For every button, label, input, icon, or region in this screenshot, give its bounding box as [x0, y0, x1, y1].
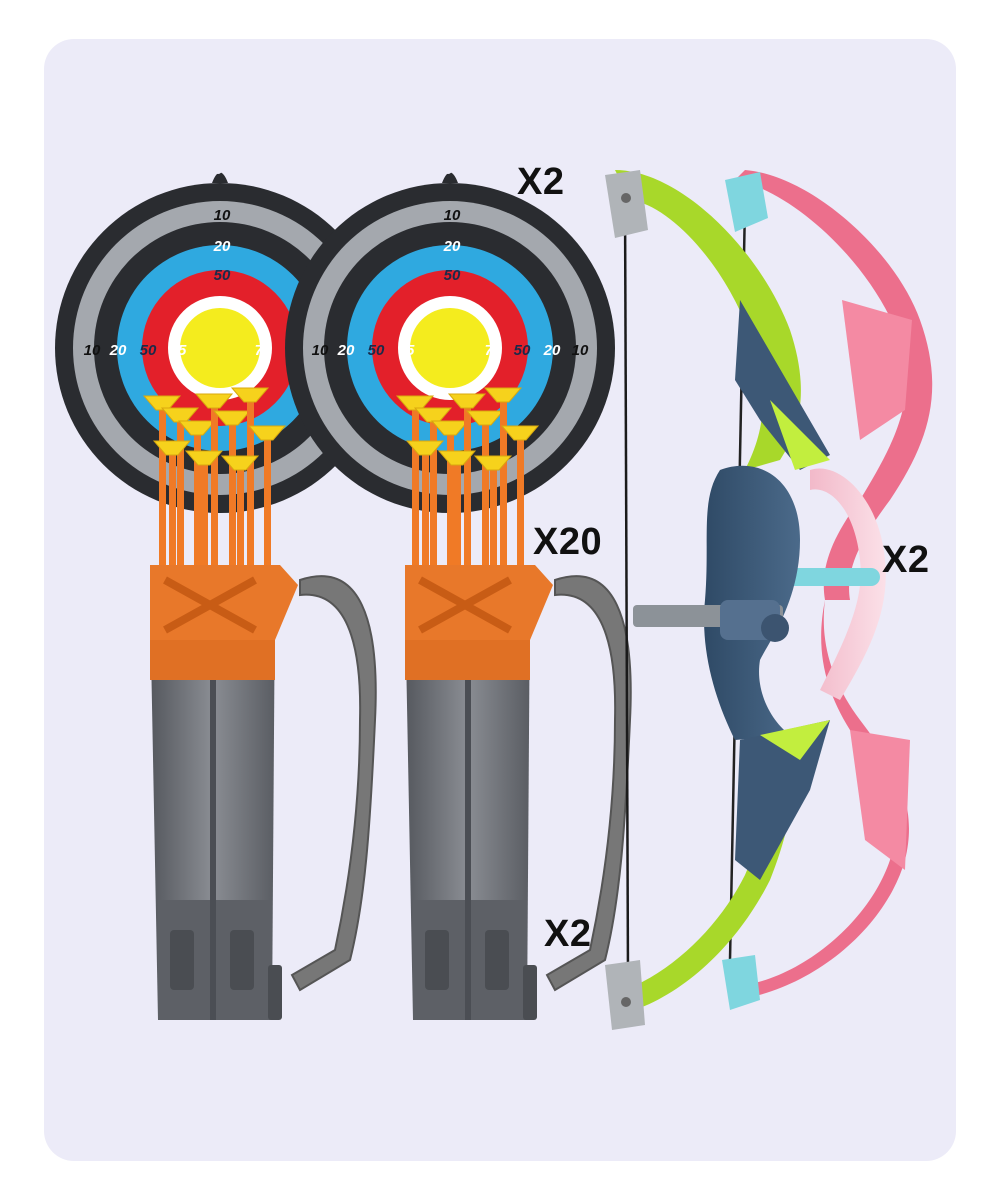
score-20-left: 20 — [109, 342, 127, 359]
suction-cup-icon — [500, 425, 540, 441]
arrows-quantity-label: X20 — [533, 521, 603, 563]
score-75-top: 75 — [214, 295, 231, 312]
score-20-top: 20 — [443, 238, 461, 255]
quiver-2 — [405, 565, 632, 1020]
arrow-shaft — [500, 392, 507, 600]
arrow-shaft — [422, 445, 429, 600]
arrow-shaft — [490, 460, 497, 600]
score-50-left: 50 — [368, 342, 385, 359]
suction-cup-icon — [437, 450, 477, 466]
score-50-right: 50 — [514, 342, 531, 359]
suction-cup-icon — [177, 420, 217, 436]
arrow-bundle-1 — [142, 387, 287, 600]
suction-cup-icon — [152, 440, 192, 456]
arrow-shaft — [464, 398, 471, 600]
arrow-shaft — [201, 455, 208, 600]
score-75-right: 75 — [485, 342, 502, 359]
score-20-right: 20 — [543, 342, 561, 359]
arrow-shaft — [447, 425, 454, 600]
score-50-top: 50 — [214, 267, 231, 284]
suction-cup-icon — [473, 455, 513, 471]
suction-cup-icon — [194, 393, 234, 409]
suction-cup-icon — [465, 410, 505, 426]
arrow-shaft — [211, 398, 218, 600]
arrow-shaft — [264, 430, 271, 600]
score-10-left: 10 — [312, 342, 329, 359]
score-75-top: 75 — [444, 295, 461, 312]
score-75-left: 75 — [398, 342, 415, 359]
score-10-top: 10 — [444, 207, 461, 224]
arrow-shaft — [169, 445, 176, 600]
suction-cup-icon — [483, 387, 523, 403]
arrow-bundle-2 — [395, 387, 540, 600]
arrow-shaft — [412, 400, 419, 600]
suction-cup-icon — [447, 393, 487, 409]
suction-cup-icon — [430, 420, 470, 436]
score-10-left: 10 — [84, 342, 101, 359]
suction-cup-icon — [247, 425, 287, 441]
score-75-right: 75 — [255, 342, 272, 359]
green-bow — [605, 170, 830, 1030]
arrow-shaft — [454, 455, 461, 600]
suction-cup-icon — [184, 450, 224, 466]
arrow-shaft — [430, 412, 437, 600]
suction-cup-icon — [405, 440, 445, 456]
suction-cup-icon — [230, 387, 270, 403]
shoulder-strap — [290, 575, 377, 992]
arrow-shaft — [194, 425, 201, 600]
suction-cup-icon — [212, 410, 252, 426]
score-75-left: 75 — [170, 342, 187, 359]
arrow-shaft — [177, 412, 184, 600]
suction-cup-icon — [220, 455, 260, 471]
score-50-left: 50 — [140, 342, 157, 359]
bows-quantity-label: X2 — [882, 539, 930, 581]
arrow-shaft — [247, 392, 254, 600]
score-10-top: 10 — [214, 207, 231, 224]
quiver-1 — [150, 565, 377, 1020]
arrow-shaft — [517, 430, 524, 600]
quivers-quantity-label: X2 — [544, 913, 592, 955]
bow-string — [623, 199, 630, 981]
score-10-right: 10 — [572, 342, 589, 359]
score-50-top: 50 — [444, 267, 461, 284]
score-20-top: 20 — [213, 238, 231, 255]
arrow-shaft — [482, 415, 489, 600]
targets-quantity-label: X2 — [517, 161, 565, 203]
arrow-shaft — [229, 415, 236, 600]
arrow-shaft — [237, 460, 244, 600]
score-20-left: 20 — [337, 342, 355, 359]
arrow-shaft — [159, 400, 166, 600]
